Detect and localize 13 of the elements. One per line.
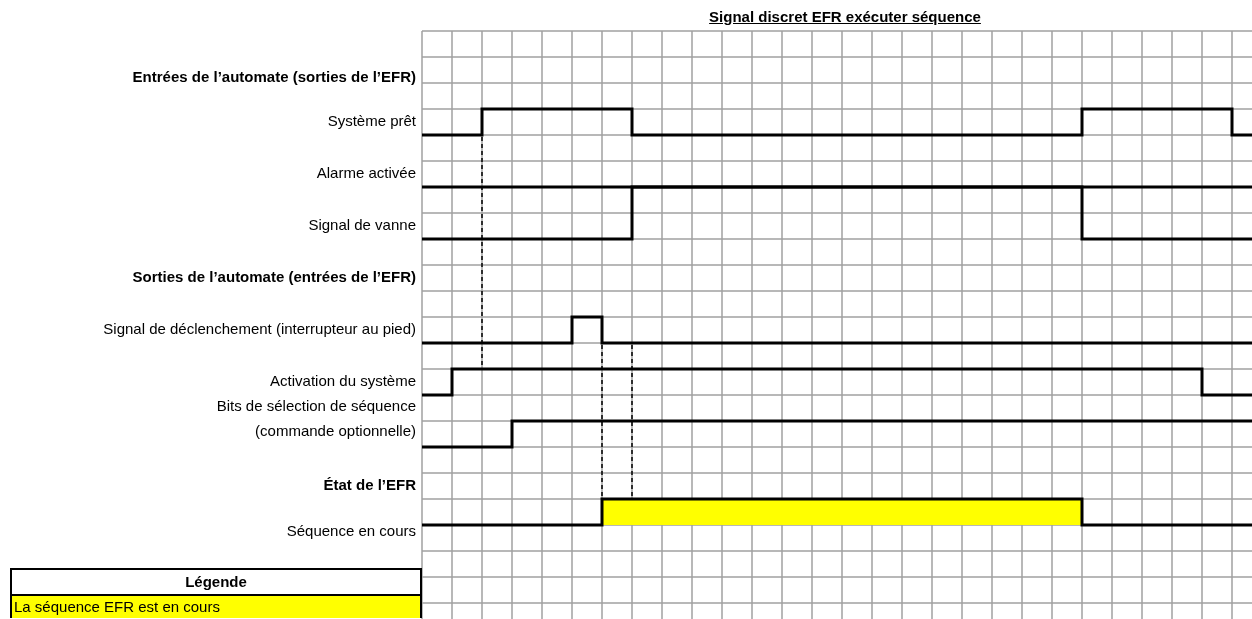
signal-name: Signal de vanne bbox=[308, 215, 416, 235]
diagram-title: Signal discret EFR exécuter séquence bbox=[709, 8, 981, 25]
signal-name: Bits de sélection de séquence (commande optionnelle) bbox=[215, 396, 416, 441]
signal-name: Alarme activée bbox=[316, 163, 416, 183]
signal-name: Activation du système bbox=[270, 371, 416, 391]
section-heading: Entrées de l’automate (sorties de l’EFR) bbox=[132, 67, 416, 87]
signal-name: Système prêt bbox=[327, 111, 416, 131]
signal-name: Signal de déclenchement (interrupteur au pied) bbox=[103, 319, 416, 339]
legend-text: La séquence EFR est en cours bbox=[14, 598, 220, 615]
legend-heading: Légende bbox=[185, 573, 247, 590]
section-heading: Sorties de l’automate (entrées de l’EFR) bbox=[132, 267, 416, 287]
section-heading: État de l’EFR bbox=[323, 475, 416, 495]
signal-name: Séquence en cours bbox=[286, 521, 416, 541]
